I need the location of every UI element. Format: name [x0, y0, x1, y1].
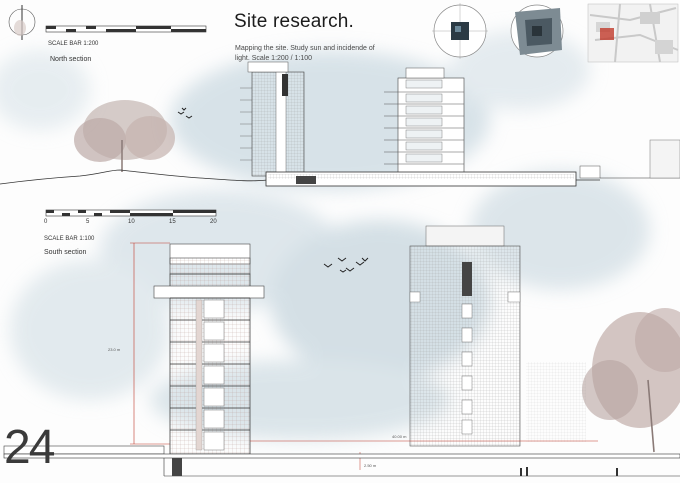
scale-tick-15: 15 — [169, 219, 176, 225]
scale-tick-5: 5 — [86, 219, 90, 225]
north-section-drawing — [0, 61, 680, 187]
height-dimension-note: 23.0 m — [108, 347, 121, 352]
location-map-thumbnail-icon — [587, 3, 679, 63]
south-section-label: South section — [44, 249, 87, 256]
scale-bar-south — [45, 209, 217, 217]
watercolor-wash — [0, 30, 650, 440]
north-arrow-icon — [8, 5, 36, 40]
site-plan-thumbnail-icon — [510, 4, 564, 58]
birds-icon — [177, 107, 369, 273]
tree-icon — [582, 308, 680, 453]
sun-path-diagram-icon — [432, 3, 488, 59]
south-section-drawing — [3, 225, 680, 477]
width-dimension-note: 40.00 m — [392, 434, 407, 439]
scale-bar-north — [45, 25, 207, 33]
scale-tick-10: 10 — [128, 219, 135, 225]
scale-tick-0: 0 — [44, 219, 48, 225]
page-subtitle: Mapping the site. Study sun and incidend… — [235, 45, 375, 62]
ground-dimension-note: 2.50 m — [364, 463, 377, 468]
scale-tick-20: 20 — [210, 219, 217, 225]
north-section-label: North section — [50, 56, 92, 63]
page-title: Site research. — [234, 11, 355, 32]
page-number: 24 — [4, 421, 55, 474]
south-scale-label: SCALE BAR 1:100 — [44, 236, 95, 242]
north-scale-label: SCALE BAR 1:200 — [48, 41, 99, 47]
tree-icon — [74, 100, 175, 172]
